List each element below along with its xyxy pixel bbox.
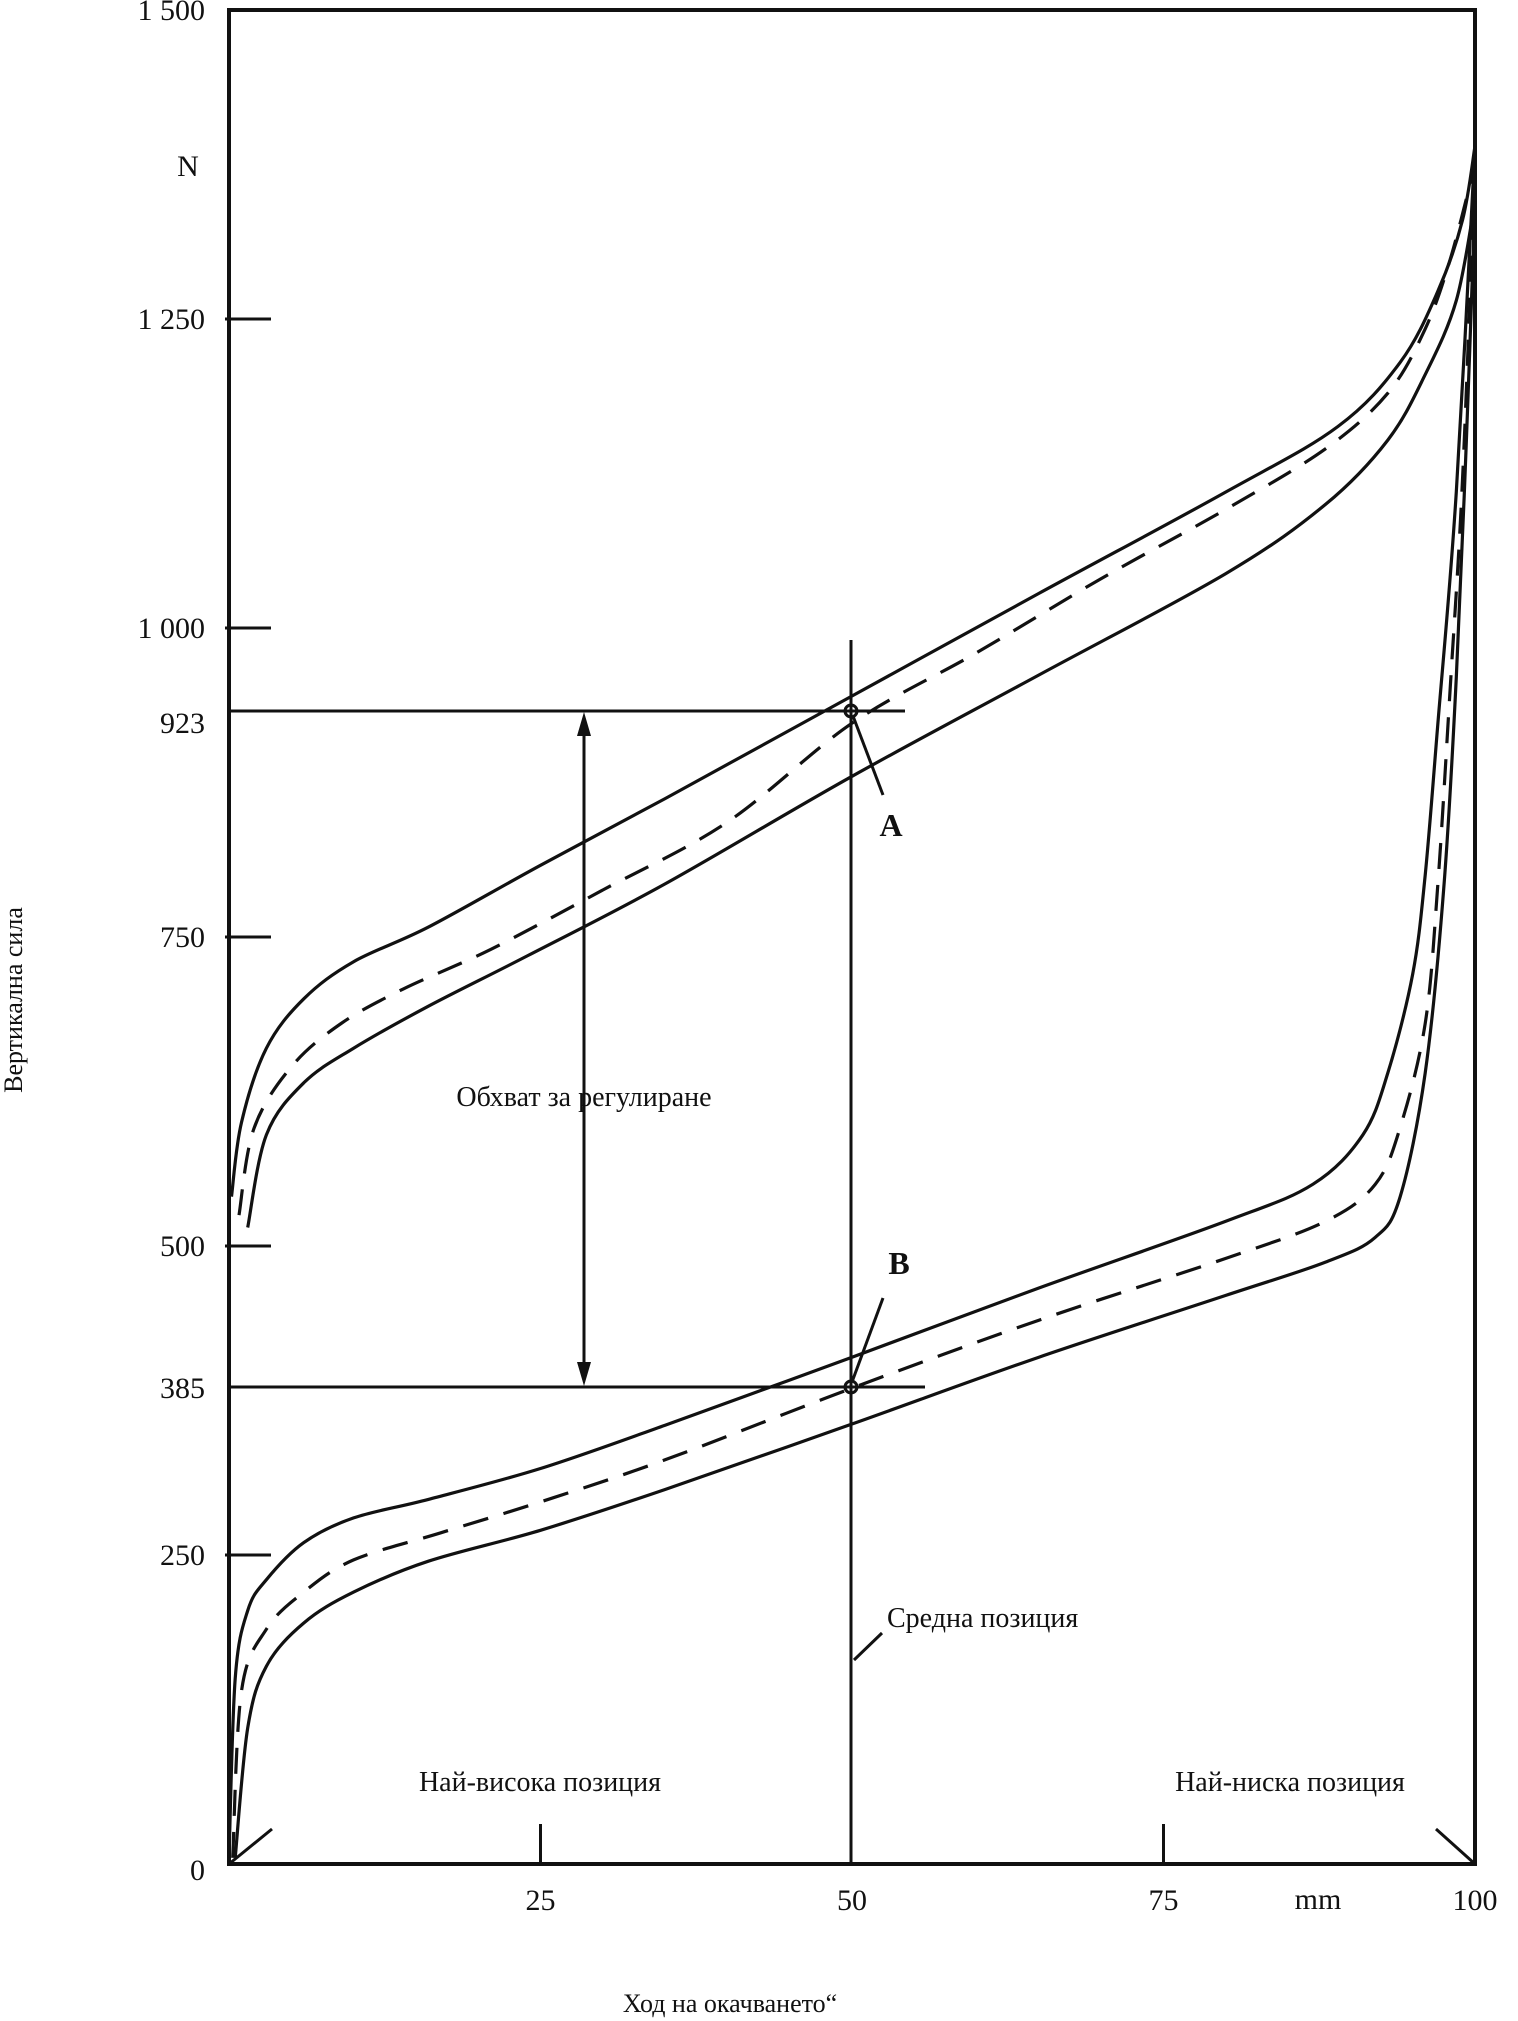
x-unit-label: mm (1295, 1883, 1342, 1916)
point-a-label: A (879, 807, 902, 843)
x-tick-label: 75 (1149, 1884, 1179, 1917)
y-tick-label: 750 (160, 921, 205, 954)
arrow-head-down (577, 1362, 591, 1386)
y-tick-label: 1 000 (138, 612, 206, 645)
x-axis-ticks: 25 50 75 100 0 (190, 1824, 1498, 1917)
point-b-leader (850, 1297, 885, 1383)
point-a-marker (843, 703, 859, 719)
corner-mark-left (228, 1827, 273, 1866)
highest-position-label: Най-висока позиция (419, 1767, 661, 1798)
y-tick-label: 1 500 (138, 0, 206, 27)
y-axis-ticks: 1 500 1 250 1 000 923 750 500 385 250 (138, 0, 271, 1572)
x-axis-title: Ход на окачването“ (623, 1989, 837, 2018)
curve-solid-1 (229, 145, 1477, 1197)
x-tick-label: 100 (1453, 1884, 1498, 1917)
origin-label: 0 (190, 1854, 205, 1887)
point-b-label: B (888, 1245, 909, 1281)
x-tick-label: 25 (526, 1884, 556, 1917)
x-tick-label: 50 (837, 1884, 867, 1917)
point-a-leader (851, 715, 885, 796)
middle-position-leader (852, 1631, 884, 1662)
middle-position-label: Средна позиция (887, 1603, 1078, 1634)
y-tick-label: 1 250 (138, 303, 206, 336)
y-tick-label: 250 (160, 1539, 205, 1572)
corner-mark-right (1434, 1827, 1477, 1866)
curve-solid-6 (233, 201, 1477, 1858)
curve-dashed-5 (231, 164, 1477, 1858)
y-tick-label: 923 (160, 707, 205, 740)
y-unit-label: N (177, 150, 199, 183)
y-tick-label: 385 (160, 1372, 205, 1405)
curve-dashed-2 (237, 164, 1477, 1216)
curve-solid-4 (227, 145, 1477, 1858)
y-tick-label: 500 (160, 1230, 205, 1263)
curve-solid-3 (246, 201, 1477, 1228)
y-axis-title: Вертикална сила (0, 907, 28, 1093)
adjustment-range-label: Обхват за регулиране (456, 1082, 711, 1113)
arrow-head-up (577, 712, 591, 736)
lowest-position-label: Най-ниска позиция (1175, 1767, 1405, 1798)
